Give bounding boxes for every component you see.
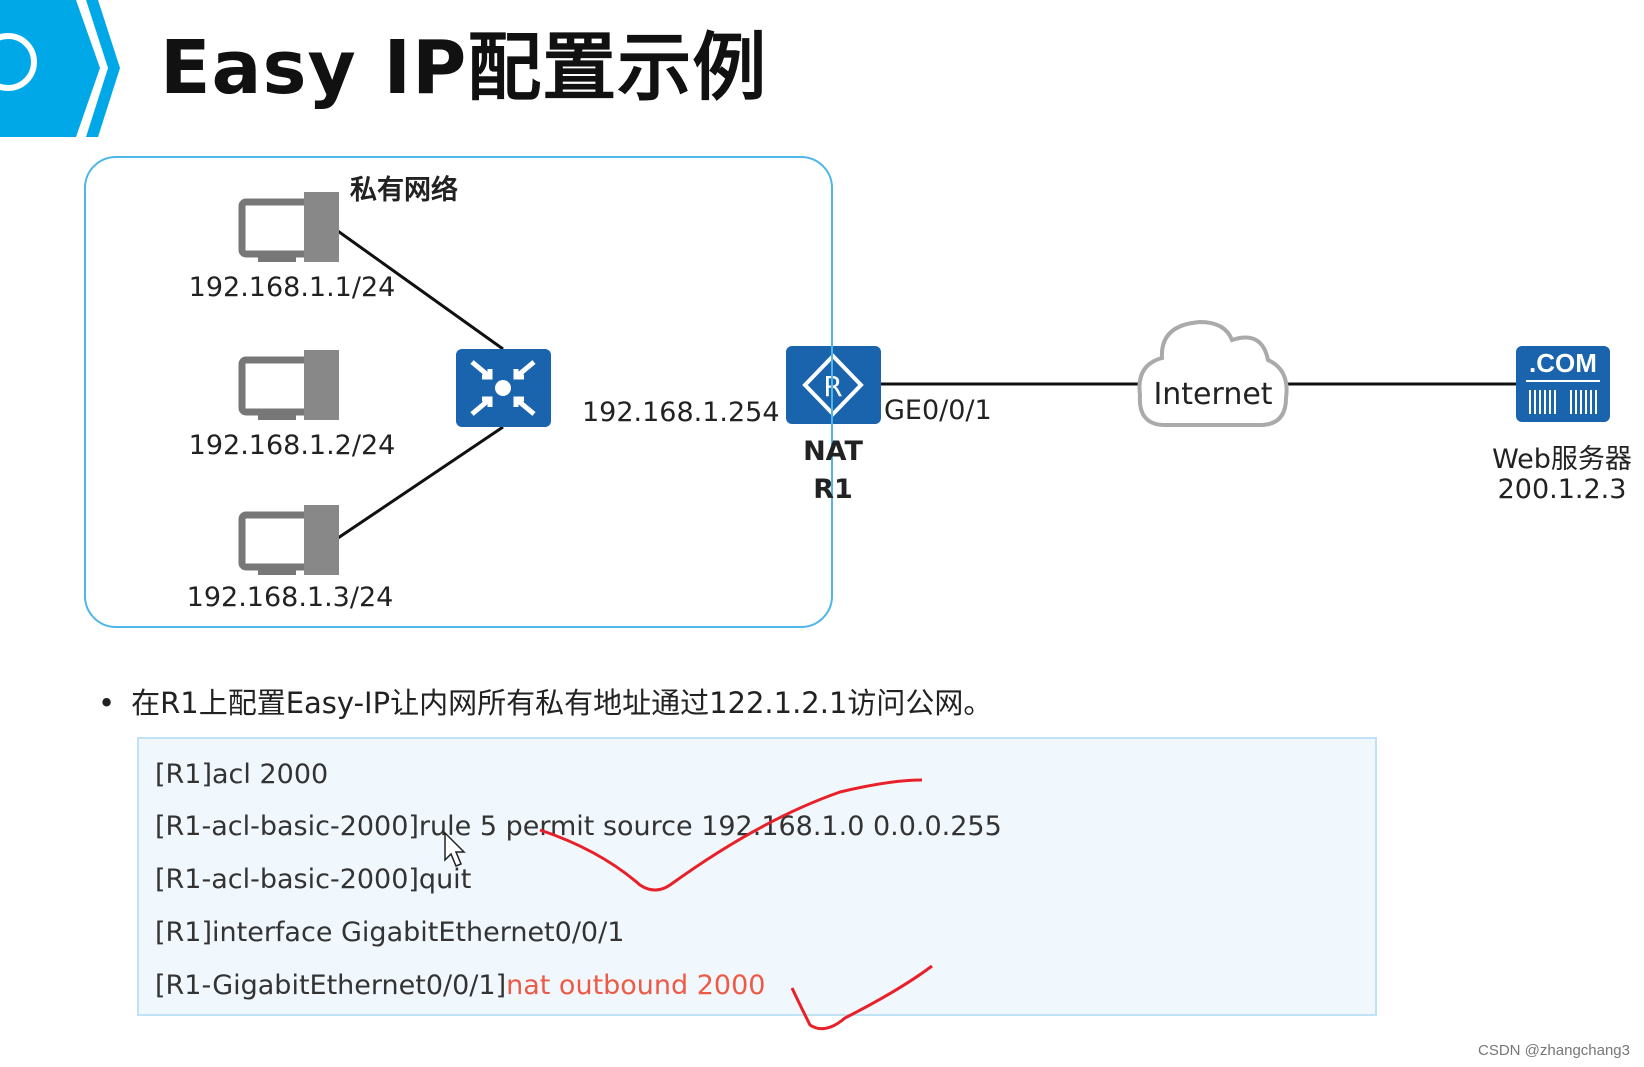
pc-icon [238,505,339,575]
svg-text:R: R [823,370,842,403]
header-badge-icon [0,0,120,137]
private-network-box [84,156,833,628]
code-line: [R1-acl-basic-2000]rule 5 permit source … [155,811,1002,842]
pc-icon [238,192,339,262]
bullet-dot: • [98,686,116,720]
links [334,227,1516,542]
code-line: [R1-acl-basic-2000]quit [155,864,472,895]
server-name-label: Web服务器 [1492,444,1632,475]
server-ip-label: 200.1.2.3 [1497,474,1627,505]
router-role-label: NAT [803,436,863,467]
host-ip-label: 192.168.1.2/24 [188,430,396,461]
code-block: [R1]acl 2000 [R1-acl-basic-2000]rule 5 p… [137,737,1377,1016]
gateway-ip-label: 192.168.1.254 [582,397,780,428]
code-line: [R1-GigabitEthernet0/0/1]nat outbound 20… [155,970,765,1001]
cloud-label: Internet [1153,377,1273,412]
host-ip-label: 192.168.1.3/24 [186,582,394,613]
bullet-point: • 在R1上配置Easy-IP让内网所有私有地址通过122.1.2.1访问公网。 [98,680,992,722]
code-prefix: [R1-GigabitEthernet0/0/1] [155,970,507,1001]
code-highlight: nat outbound 2000 [506,970,766,1001]
router-interface-label: GE0/0/1 [884,395,992,426]
code-line: [R1]acl 2000 [155,759,329,790]
server-badge: .COM [1529,348,1597,378]
host-ip-label: 192.168.1.1/24 [188,272,396,303]
switch-icon [456,349,551,427]
watermark: CSDN @zhangchang3 [1478,1042,1630,1059]
web-server-icon [1516,346,1610,422]
code-line: [R1]interface GigabitEthernet0/0/1 [155,917,625,948]
page-title: Easy IP配置示例 [160,25,768,111]
pc-icon [238,350,339,420]
router-name-label: R1 [813,474,853,505]
private-network-label: 私有网络 [350,175,458,206]
bullet-text: 在R1上配置Easy-IP让内网所有私有地址通过122.1.2.1访问公网。 [131,686,993,720]
cloud-icon [1137,319,1289,427]
router-icon: R [786,346,881,424]
